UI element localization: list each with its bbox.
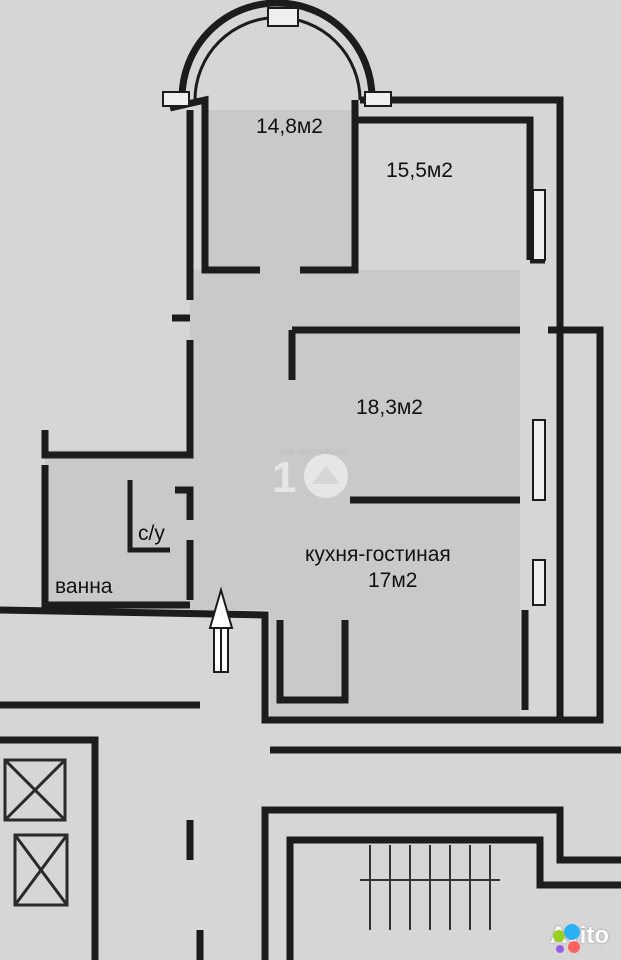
watermark-text: КАМ·ЦЕНТРАЛЬНОЕ: [280, 450, 348, 456]
agency-watermark: 1 КАМ·ЦЕНТРАЛЬНОЕ: [268, 448, 360, 502]
bath-label: ванна: [55, 575, 113, 598]
stairs: [360, 845, 500, 930]
entrance-arrow-icon: [208, 586, 234, 673]
elevator-shafts: [3, 758, 69, 907]
room-area-label: 15,5м2: [386, 159, 453, 182]
kitchen-area-label: 17м2: [368, 569, 418, 592]
avito-watermark: Avito: [550, 922, 609, 953]
agency-logo-icon: 1: [272, 453, 348, 502]
room-area-label: 14,8м2: [256, 115, 323, 138]
windows: [162, 7, 546, 606]
wc-label: с/у: [138, 522, 165, 545]
kitchen-name-label: кухня-гостиная: [305, 543, 451, 566]
room-area-label: 18,3м2: [356, 396, 423, 419]
avito-logo-icon: [552, 924, 580, 953]
svg-text:1: 1: [272, 453, 296, 502]
